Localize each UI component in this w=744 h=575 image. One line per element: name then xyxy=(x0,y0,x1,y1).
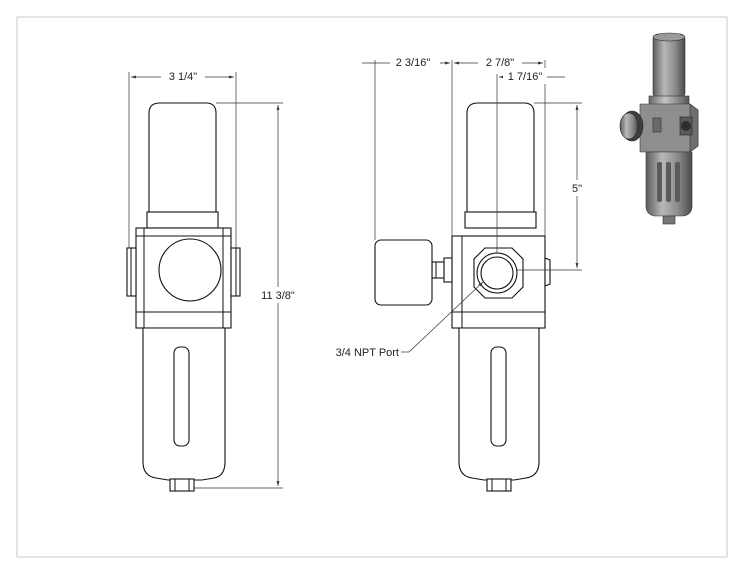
gauge-nut xyxy=(443,257,453,283)
port-callout: 3/4 NPT Port xyxy=(336,281,484,359)
gauge-side-profile xyxy=(374,239,433,306)
side-upper-bowl xyxy=(466,102,535,213)
side-collar xyxy=(464,211,537,229)
front-collar xyxy=(146,211,219,229)
drawing-frame xyxy=(16,16,728,558)
side-drain xyxy=(486,478,512,492)
dimension-height-label: 11 3/8" xyxy=(261,290,295,302)
front-drain xyxy=(169,478,195,492)
dimension-port-height-label: 5" xyxy=(572,183,582,195)
front-view xyxy=(126,102,241,492)
dimension-depth-label: 2 7/8" xyxy=(486,57,514,69)
dimension-width-label: 3 1/4" xyxy=(169,71,197,83)
product-3d-render xyxy=(619,32,699,225)
port-callout-label: 3/4 NPT Port xyxy=(336,347,399,359)
side-right-boss xyxy=(544,257,551,287)
side-sight-glass xyxy=(490,346,507,447)
front-sight-glass xyxy=(173,346,190,447)
gauge-stem xyxy=(431,261,445,279)
side-dimensions: 2 3/16" 2 7/8" 1 7/16" 5" xyxy=(362,54,586,271)
front-upper-bowl xyxy=(148,102,217,213)
dimension-gauge-offset-label: 2 3/16" xyxy=(396,57,431,69)
dimension-port-offset-label: 1 7/16" xyxy=(508,71,543,83)
front-gauge-circle xyxy=(158,238,222,302)
side-view xyxy=(374,102,551,492)
side-port-inner-ring xyxy=(480,256,514,290)
front-dimensions: 3 1/4" 11 3/8" xyxy=(128,68,299,489)
